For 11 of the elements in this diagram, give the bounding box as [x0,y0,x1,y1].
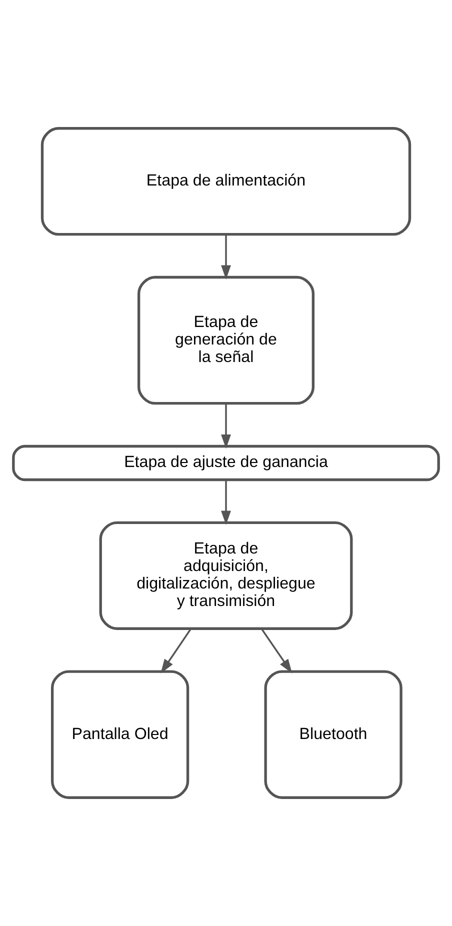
node-box: Etapa de adquisición, digitalización, despliegue y transimisión [99,521,353,630]
node-box: Bluetooth [264,670,402,799]
arrow [221,480,231,525]
node-box: Pantalla Oled [50,670,190,799]
node-box: Etapa de alimentación [40,127,412,236]
arrow [221,403,231,449]
arrow [261,628,292,674]
arrow [160,628,192,674]
node-box: Etapa de generación de la señal [137,276,315,405]
arrow [221,234,231,280]
node-box: Etapa de ajuste de ganancia [12,444,440,482]
